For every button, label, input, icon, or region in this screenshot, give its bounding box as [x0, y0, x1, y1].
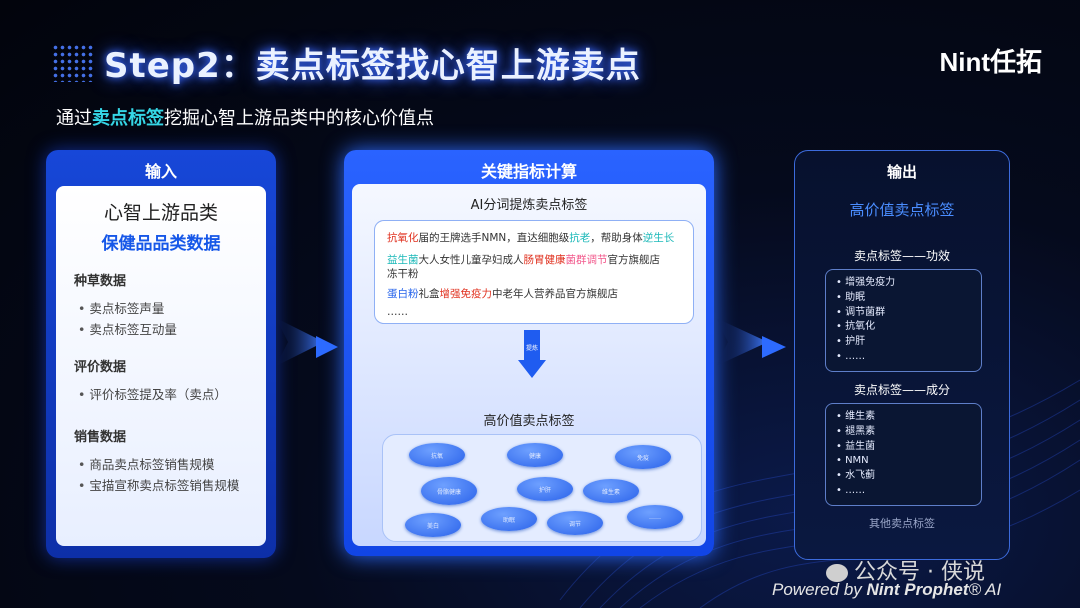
subtitle-highlight: 卖点标签: [92, 108, 164, 129]
tag-oval: 美白: [405, 513, 461, 537]
input-panel: 输入 心智上游品类 保健品品类数据 种草数据 卖点标签声量 卖点标签互动量 评价…: [46, 150, 276, 558]
list-item: 卖点标签互动量: [78, 319, 177, 338]
output-ingredient-list: 维生素 褪黑素 益生菌 NMN 水飞蓟 ……: [825, 403, 982, 506]
ai-line-2: 益生菌大人女性儿童孕妇成人肠胃健康菌群调节官方旗舰店: [387, 253, 660, 267]
list-item: 宝描宣称卖点标签销售规模: [78, 475, 239, 494]
subtitle-prefix: 通过: [56, 108, 92, 129]
list-item: 商品卖点标签销售规模: [78, 454, 239, 473]
output-efficacy-list: 增强免疫力 助眠 调节菌群 抗氧化 护肝 ……: [825, 269, 982, 372]
kw: 蛋白粉: [387, 288, 419, 300]
kw: 逆生长: [642, 232, 675, 244]
kw: 增强免疫力: [439, 288, 493, 300]
powered-brand: Nint Prophet: [866, 580, 969, 599]
watermark: 公众号 · 侠说: [826, 554, 985, 586]
dot-grid-icon: [52, 44, 94, 82]
tag-oval: 健康: [507, 443, 563, 467]
page-subtitle: 通过卖点标签挖掘心智上游品类中的核心价值点: [56, 104, 434, 130]
list-item: 维生素: [836, 410, 981, 425]
txt: 届的王牌选手NMN，直达细胞级: [418, 232, 570, 244]
compute-card: AI分词提炼卖点标签 抗氧化届的王牌选手NMN，直达细胞级抗老，帮助身体逆生长 …: [352, 184, 706, 546]
tag-oval: ……: [627, 505, 683, 529]
section-tags-title: 高价值卖点标签: [483, 414, 575, 429]
group-title: 评价数据: [74, 360, 127, 375]
compute-panel-header: 关键指标计算: [480, 162, 577, 181]
input-subtitle: 保健品品类数据: [101, 234, 221, 254]
wechat-icon: [826, 564, 848, 582]
brand-logo: Nint任拓: [939, 47, 1042, 77]
list-item: 调节菌群: [836, 306, 981, 321]
ai-text-box: 抗氧化届的王牌选手NMN，直达细胞级抗老，帮助身体逆生长 益生菌大人女性儿童孕妇…: [374, 220, 694, 324]
txt: 中老年人营养品官方旗舰店: [492, 288, 618, 300]
subtitle-suffix: 挖掘心智上游品类中的核心价值点: [164, 108, 434, 129]
list-item: 评价标签提及率（卖点）: [78, 384, 227, 403]
ai-line-2b: 冻干粉: [387, 268, 419, 280]
input-title: 心智上游品类: [103, 202, 218, 224]
output-section-ingredient-title: 卖点标签——成分: [853, 383, 950, 397]
tag-oval: 助眠: [481, 507, 537, 531]
list-item: ……: [836, 350, 981, 365]
list-item: NMN: [836, 454, 981, 469]
ai-ellipsis: ……: [387, 306, 408, 318]
txt: 大人女性儿童孕妇成人: [418, 254, 524, 266]
powered-suffix: ® AI: [968, 580, 1002, 599]
ai-line-3: 蛋白粉礼盒增强免疫力中老年人营养品官方旗舰店: [387, 287, 618, 301]
tag-oval: 调节: [547, 511, 603, 535]
group-seeding: 种草数据 卖点标签声量 卖点标签互动量: [74, 270, 177, 340]
section-ai-title: AI分词提炼卖点标签: [470, 198, 588, 213]
tag-oval: 骨骼健康: [421, 477, 477, 505]
down-arrow-icon: 提炼: [518, 330, 546, 378]
tag-oval: 维生素: [583, 479, 639, 503]
list-item: 益生菌: [836, 440, 981, 455]
kw: 抗氧化: [387, 232, 419, 244]
list-item: 护肝: [836, 335, 981, 350]
kw: 菌群调节: [565, 254, 608, 266]
group-review: 评价数据 评价标签提及率（卖点）: [74, 356, 227, 405]
output-panel-header: 输出: [886, 163, 917, 181]
flow-arrow-icon: [276, 318, 338, 366]
txt: 官方旗舰店: [607, 254, 661, 266]
kw: 益生菌: [387, 254, 419, 266]
tag-oval: 免疫: [615, 445, 671, 469]
powered-prefix: Powered by: [772, 580, 867, 599]
txt: 礼盒: [418, 288, 440, 300]
output-panel: 输出 高价值卖点标签 卖点标签——功效 增强免疫力 助眠 调节菌群 抗氧化 护肝…: [794, 150, 1010, 560]
list-item: 卖点标签声量: [78, 298, 177, 317]
list-item: 增强免疫力: [836, 276, 981, 291]
watermark-text: 公众号 · 侠说: [854, 560, 985, 585]
output-section-efficacy-title: 卖点标签——功效: [853, 249, 950, 263]
tag-oval: 护肝: [517, 477, 573, 501]
powered-by: Powered by Nint Prophet® AI: [772, 580, 1001, 600]
page-title: Step2：卖点标签找心智上游卖点: [104, 46, 641, 86]
compute-panel: 关键指标计算 AI分词提炼卖点标签 抗氧化届的王牌选手NMN，直达细胞级抗老，帮…: [344, 150, 714, 556]
tag-oval: 抗氧: [409, 443, 465, 467]
list-item: 助眠: [836, 291, 981, 306]
group-sales: 销售数据 商品卖点标签销售规模 宝描宣称卖点标签销售规模: [74, 426, 239, 496]
output-other-tags: 其他卖点标签: [869, 517, 935, 530]
group-title: 销售数据: [74, 430, 127, 445]
arrow-label: 提炼: [526, 344, 538, 352]
list-item: 褪黑素: [836, 425, 981, 440]
output-subtitle: 高价值卖点标签: [849, 201, 955, 219]
input-panel-header: 输入: [144, 162, 177, 181]
flow-arrow-icon: [716, 318, 786, 366]
list-item: 抗氧化: [836, 320, 981, 335]
tag-cloud: 抗氧 健康 免疫 骨骼健康 护肝 维生素 美白 助眠 调节 ……: [382, 434, 702, 542]
kw: 肠胃健康: [523, 254, 566, 266]
list-item: ……: [836, 484, 981, 499]
group-title: 种草数据: [74, 274, 127, 289]
ai-line-1: 抗氧化届的王牌选手NMN，直达细胞级抗老，帮助身体逆生长: [387, 231, 674, 245]
kw: 抗老: [569, 232, 591, 244]
list-item: 水飞蓟: [836, 469, 981, 484]
txt: ，帮助身体: [590, 232, 643, 244]
input-card: 心智上游品类 保健品品类数据 种草数据 卖点标签声量 卖点标签互动量 评价数据 …: [56, 186, 266, 546]
